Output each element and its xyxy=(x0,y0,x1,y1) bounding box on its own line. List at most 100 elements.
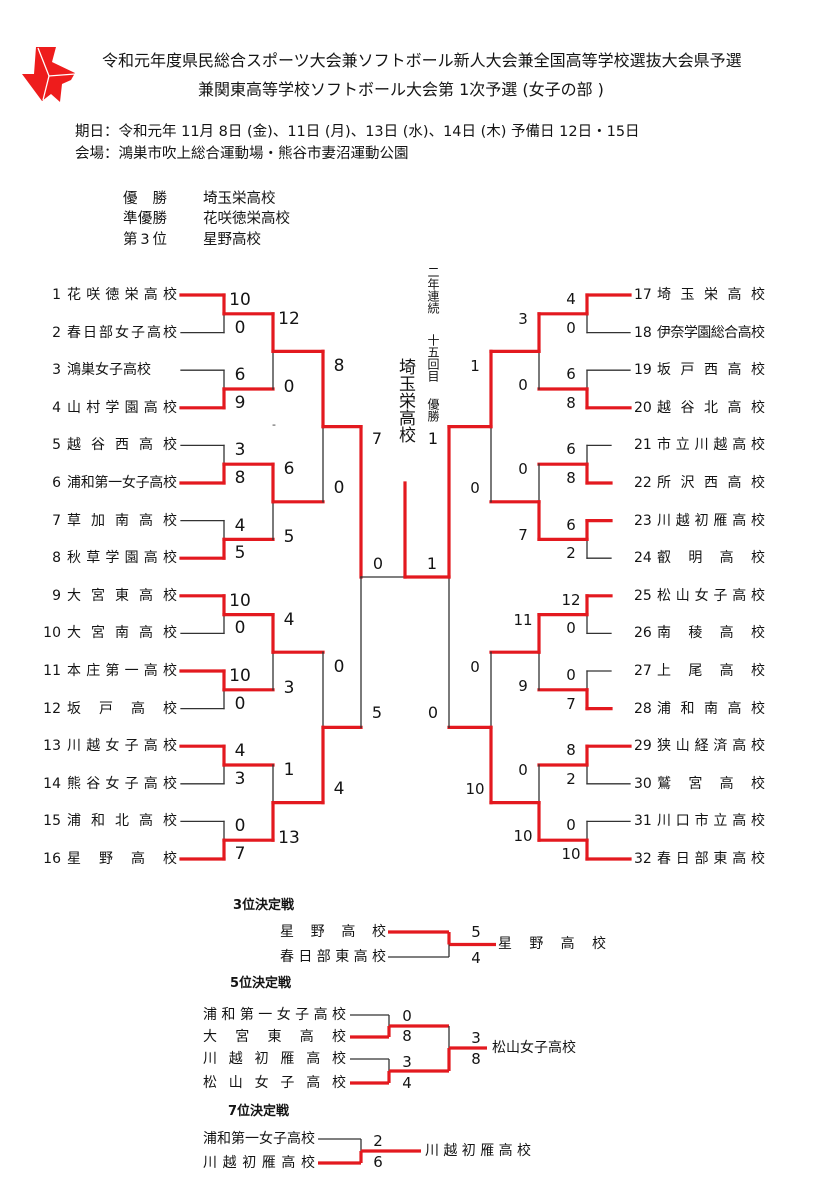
team-seed: 2 xyxy=(52,324,61,341)
team-seed: 29 xyxy=(634,738,652,755)
team-name: 越谷北高校 xyxy=(657,399,775,416)
venue-row: 会場：鴻巣市吹上総合運動場・熊谷市妻沼運動公園 xyxy=(75,144,409,164)
third-place-score: 5 xyxy=(471,923,481,941)
team-name: 浦和第一女子高校 xyxy=(203,1007,351,1023)
team-name: 星野高校 xyxy=(67,851,195,867)
score-label: 3 xyxy=(234,768,246,789)
venue-label: 会場： xyxy=(75,146,119,162)
score-label: 10 xyxy=(465,779,485,798)
score-label: 11 xyxy=(513,610,533,629)
score-label: 6 xyxy=(566,440,576,459)
score-label: 7 xyxy=(566,694,576,713)
score-label: 0 xyxy=(470,658,480,677)
team-name: 川越初雁高校 xyxy=(657,512,770,529)
score-label: 10 xyxy=(229,590,251,611)
score-label: 0 xyxy=(427,703,439,723)
team-name: 花咲徳栄高校 xyxy=(67,287,183,303)
score-label: 4 xyxy=(566,290,576,308)
team-seed: 14 xyxy=(43,775,61,792)
winner-name: 川越初雁高校 xyxy=(425,1143,536,1159)
score-label: 10 xyxy=(513,827,533,846)
team-seed: 4 xyxy=(52,399,61,416)
fifth-place-title: 5位決定戦 xyxy=(230,976,292,991)
score-label: 0 xyxy=(566,318,576,337)
fifth-place-score: 4 xyxy=(402,1074,412,1092)
team-seed: 27 xyxy=(634,663,652,679)
score-label: 0 xyxy=(333,477,345,498)
team-name: 大宮南高校 xyxy=(67,625,187,642)
team-name: 叡明高校 xyxy=(657,550,783,567)
score-label: 3 xyxy=(234,440,246,461)
team-name: 浦和第一女子高校 xyxy=(67,475,177,491)
seventh-place-score: 6 xyxy=(373,1153,383,1171)
team-seed: 7 xyxy=(52,512,61,529)
team-name: 所沢西高校 xyxy=(657,475,775,491)
title-line-2: 兼関東高等学校ソフトボール大会第 1次予選 (女子の部 ) xyxy=(198,80,604,99)
team-name: 川越初雁高校 xyxy=(203,1051,358,1067)
team-name: 坂戸高校 xyxy=(67,700,195,717)
team-seed: 25 xyxy=(634,587,652,604)
score-label: 3 xyxy=(518,309,528,328)
team-seed: 10 xyxy=(43,625,61,642)
seventh-place-winner: 川越初雁高校 xyxy=(425,1141,535,1161)
result-label: 準優勝 xyxy=(123,211,168,227)
score-label: 10 xyxy=(229,666,251,686)
score-label: 1 xyxy=(470,357,480,376)
result-runner-up-label: 準優勝 xyxy=(123,209,167,229)
team-name: 大宮東高校 xyxy=(67,587,187,604)
score-label: 8 xyxy=(566,741,576,760)
score-label: 8 xyxy=(566,393,576,412)
team-name: 上尾高校 xyxy=(657,663,783,679)
team-name: 大宮東高校 xyxy=(203,1029,365,1045)
seventh-place-team: 川越初雁高校 xyxy=(203,1153,321,1173)
score-label: 3 xyxy=(283,677,295,698)
team-seed: 30 xyxy=(634,775,652,792)
result-champion-label: 優勝 xyxy=(123,189,182,209)
score-label: 1 xyxy=(283,760,295,780)
champion-note-count: 十五回目 xyxy=(426,334,440,382)
score-label: 0 xyxy=(234,693,246,714)
team-name: 狭山経済高校 xyxy=(657,738,770,755)
score-label: 0 xyxy=(333,657,345,678)
score-label: 2 xyxy=(566,544,576,563)
team-name: 鷲宮高校 xyxy=(657,775,783,792)
team-seed: 18 xyxy=(634,324,652,341)
score-label: 2 xyxy=(566,769,576,788)
champion-note-consecutive: 二年連続 xyxy=(426,266,440,314)
score-label: 7 xyxy=(518,526,528,545)
score-label: 9 xyxy=(234,392,246,413)
team-seed: 12 xyxy=(43,700,61,717)
score-label: 0 xyxy=(518,761,528,779)
team-name: 山村学園高校 xyxy=(67,399,183,416)
date-row: 期日：令和元年 11月 8日 (金)、11日 (月)、13日 (水)、14日 (… xyxy=(75,122,640,142)
team-name: 秋草学園高校 xyxy=(67,550,183,567)
score-label: 9 xyxy=(518,676,528,695)
date-label: 期日： xyxy=(75,124,119,140)
fifth-place-score: 3 xyxy=(402,1053,412,1071)
score-label: 10 xyxy=(229,290,251,310)
fifth-place-team: 大宮東高校 xyxy=(203,1027,364,1047)
fifth-place-team: 川越初雁高校 xyxy=(203,1049,358,1069)
third-place-team: 星野高校 xyxy=(280,922,403,942)
team-seed: 6 xyxy=(52,475,61,491)
score-label: 6 xyxy=(283,459,295,480)
fifth-place-final-score: 8 xyxy=(471,1050,481,1068)
score-label: 0 xyxy=(234,317,246,338)
team-name: 鴻巣女子高校 xyxy=(67,362,151,379)
score-label: 4 xyxy=(283,609,295,630)
score-label: 6 xyxy=(234,365,246,386)
team-seed: 32 xyxy=(634,851,652,867)
team-seed: 16 xyxy=(43,851,61,867)
team-seed: 26 xyxy=(634,625,652,642)
champion-vertical-label: 埼玉栄高校 xyxy=(395,358,415,443)
team-name: 本庄第一高校 xyxy=(67,663,183,679)
score-label: 8 xyxy=(333,356,345,377)
result-label: 第3位 xyxy=(123,232,170,248)
score-label: 5 xyxy=(234,543,246,564)
score-label: 5 xyxy=(283,527,295,548)
seventh-place-title: 7位決定戦 xyxy=(228,1104,290,1119)
team-name: 松山女子高校 xyxy=(657,587,770,604)
result-champion-school: 埼玉栄高校 xyxy=(203,191,276,207)
champion-note-victory: 優勝 xyxy=(426,398,440,422)
